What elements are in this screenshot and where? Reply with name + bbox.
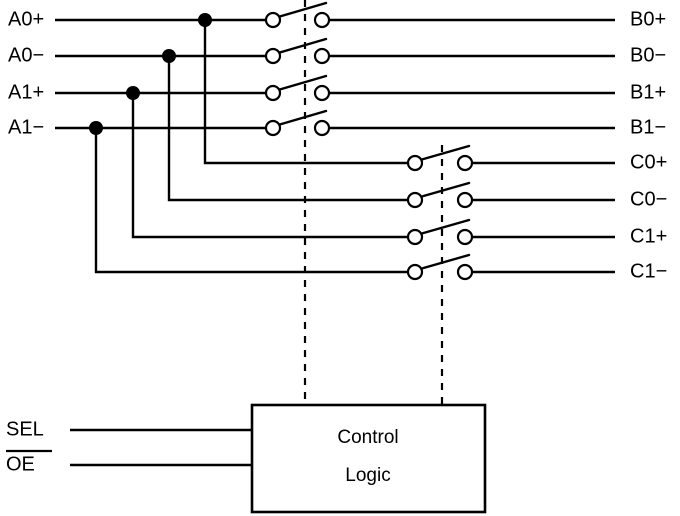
output-label-b0p: B0+ xyxy=(630,8,666,30)
junction-dot-a1p xyxy=(126,86,140,100)
junction-dot-a0n xyxy=(162,49,176,63)
output-label-b1p: B1+ xyxy=(630,81,666,103)
switch-c1p[interactable] xyxy=(406,218,474,246)
switch-terminal-right-b0p xyxy=(313,11,331,29)
switch-terminal-right-b1p xyxy=(313,84,331,102)
input-label-a1p: A1+ xyxy=(8,81,44,103)
switch-blade-c0p xyxy=(418,144,471,162)
route-a1n-to-c1n xyxy=(94,128,415,274)
switch-terminal-right-c0n xyxy=(456,191,474,209)
switch-terminal-left-c1p xyxy=(406,228,424,246)
switch-terminal-left-c0p xyxy=(406,154,424,172)
switch-b1p[interactable] xyxy=(264,74,331,102)
switch-blade-b1p xyxy=(276,74,328,92)
route-a0p-to-c0p xyxy=(203,20,415,165)
control-input-label-sel: SEL xyxy=(6,418,44,440)
output-label-c0p: C0+ xyxy=(630,151,667,173)
switch-blade-b1n xyxy=(276,109,328,127)
switch-b1n[interactable] xyxy=(264,109,331,137)
output-label-c1p: C1+ xyxy=(630,225,667,247)
switch-terminal-right-c1p xyxy=(456,228,474,246)
output-label-b1n: B1− xyxy=(630,116,666,138)
switch-c1n[interactable] xyxy=(406,253,474,281)
junction-dot-a1n xyxy=(89,121,103,135)
output-label-c0n: C0− xyxy=(630,188,667,210)
switch-blade-c1p xyxy=(418,218,471,236)
switch-c0p[interactable] xyxy=(406,144,474,172)
switch-terminal-left-c0n xyxy=(406,191,424,209)
switch-blade-c1n xyxy=(418,253,471,271)
input-label-a0p: A0+ xyxy=(8,8,44,30)
switch-b0p[interactable] xyxy=(264,1,331,29)
switch-terminal-right-b1n xyxy=(313,119,331,137)
switch-blade-b0p xyxy=(276,1,328,19)
switch-terminal-right-c1n xyxy=(456,263,474,281)
switch-c0n[interactable] xyxy=(406,181,474,209)
switch-terminal-right-c0p xyxy=(456,154,474,172)
switch-blade-c0n xyxy=(418,181,471,199)
control-input-label-oe: OE xyxy=(6,453,35,475)
output-label-c1n: C1− xyxy=(630,260,667,282)
route-a0n-to-c0n xyxy=(167,56,415,202)
switch-terminal-left-b0n xyxy=(264,47,282,65)
control-logic-box xyxy=(250,403,487,514)
switch-terminal-left-b1n xyxy=(264,119,282,137)
input-label-a0n: A0− xyxy=(8,44,44,66)
control-logic-line1: Control xyxy=(337,427,398,448)
switch-b0n[interactable] xyxy=(264,37,331,65)
junction-dot-a0p xyxy=(198,13,212,27)
control-logic-line2: Logic xyxy=(345,465,390,486)
switch-blade-b0n xyxy=(276,37,328,55)
switch-terminal-left-b0p xyxy=(264,11,282,29)
route-a1p-to-c1p xyxy=(131,93,415,239)
output-label-b0n: B0− xyxy=(630,44,666,66)
input-label-a1n: A1− xyxy=(8,116,44,138)
switch-terminal-right-b0n xyxy=(313,47,331,65)
switch-terminal-left-b1p xyxy=(264,84,282,102)
switch-terminal-left-c1n xyxy=(406,263,424,281)
